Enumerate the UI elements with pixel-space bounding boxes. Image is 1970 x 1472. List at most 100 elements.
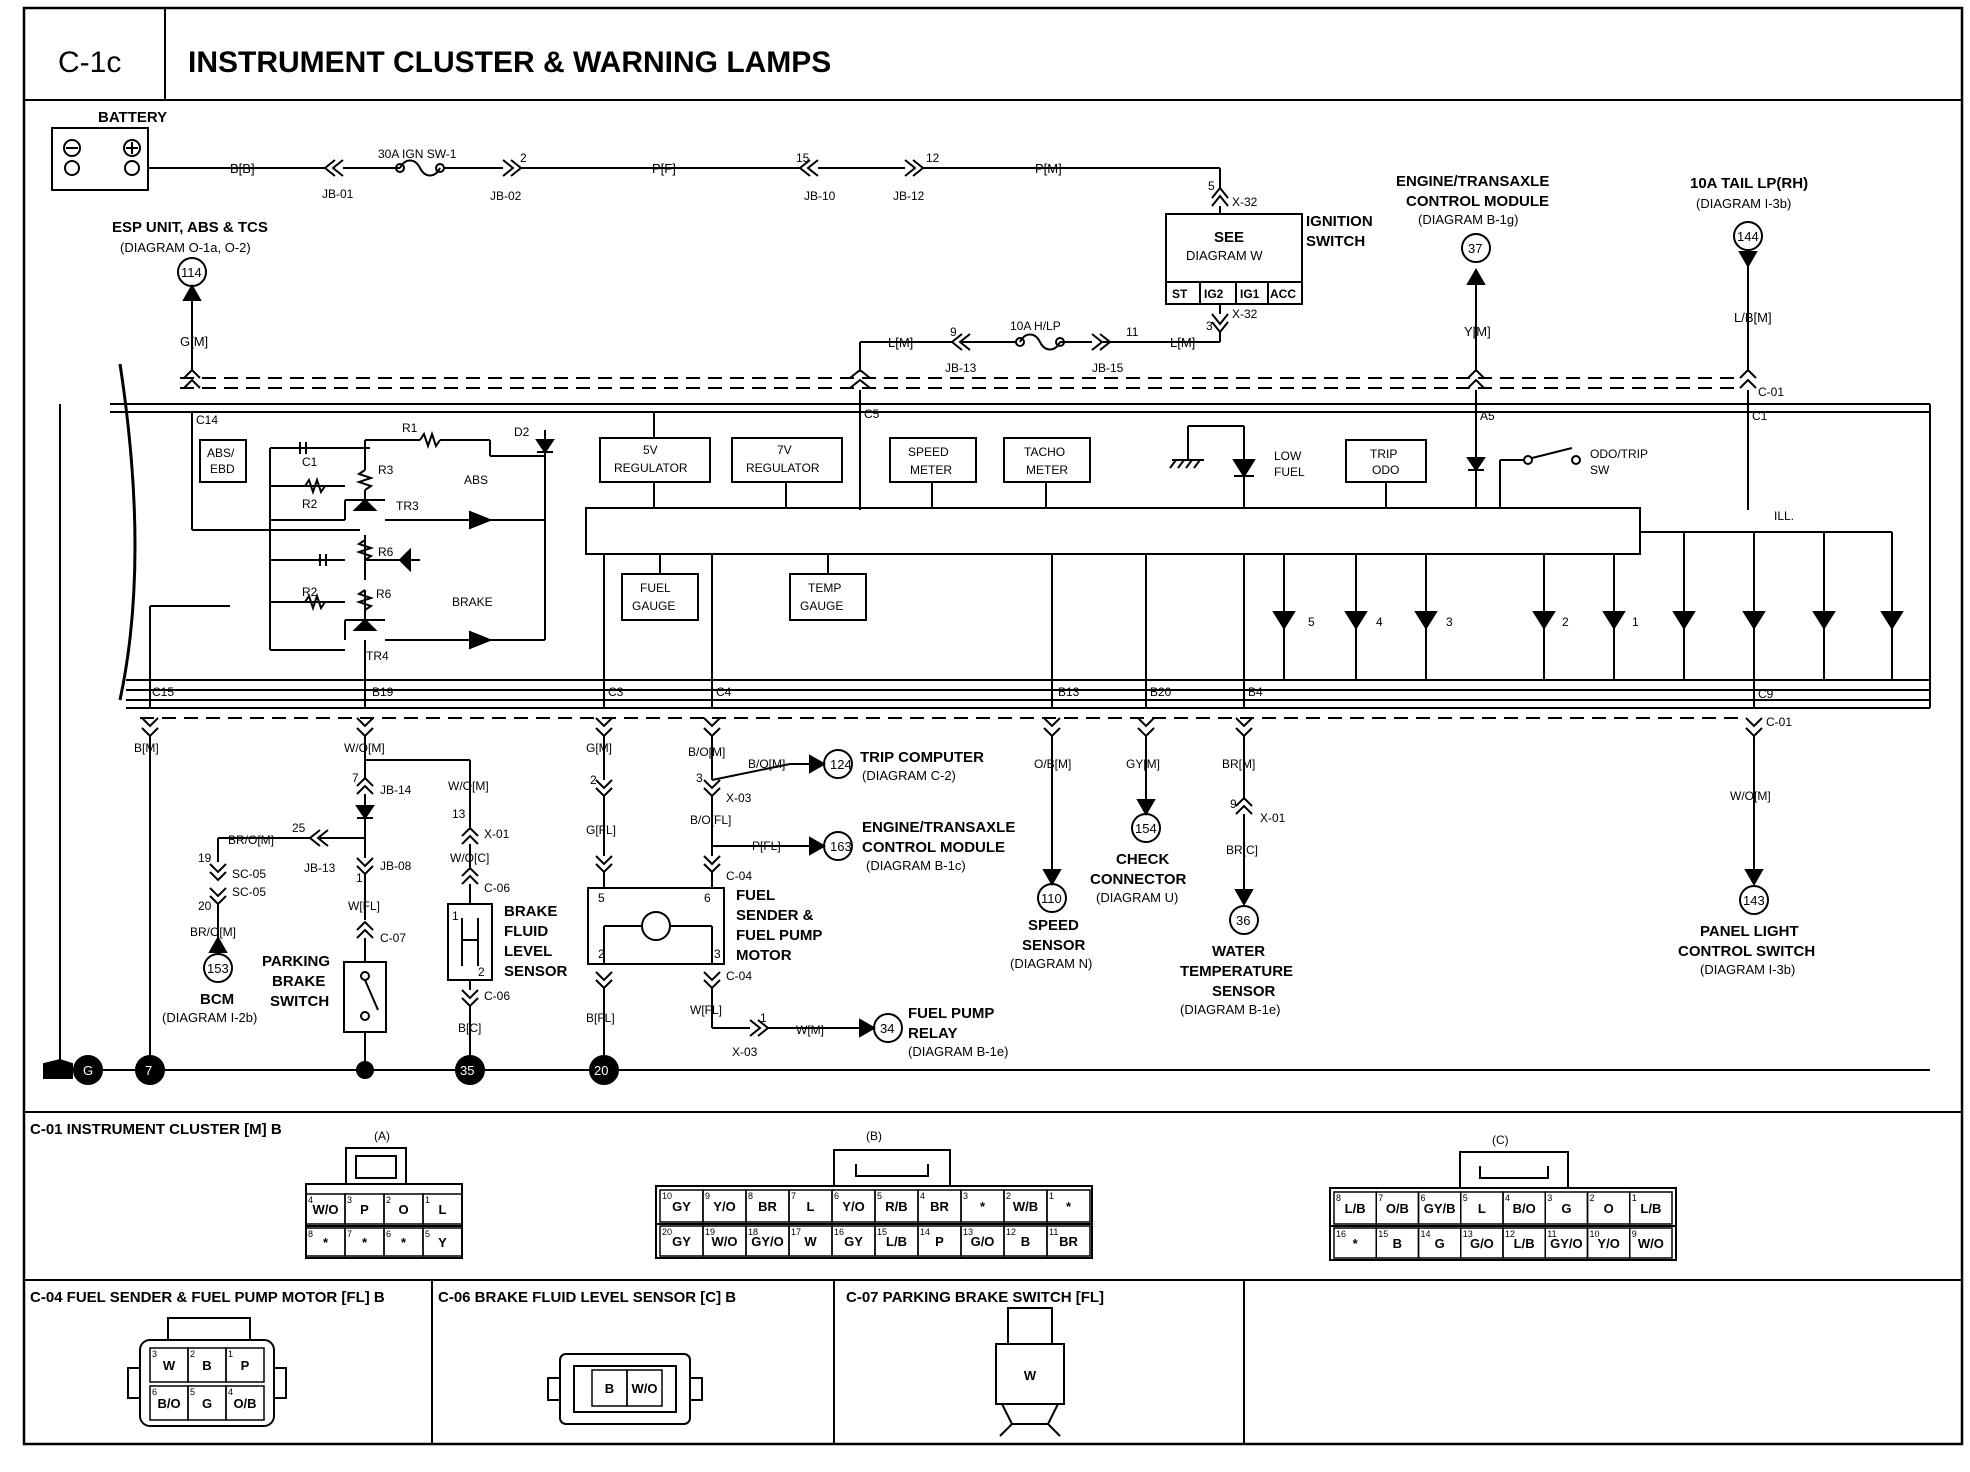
wire-label: BR/O[M] — [228, 833, 274, 847]
connector-wire-color: L/B — [1514, 1236, 1535, 1251]
ref-text: BCM — [200, 991, 234, 1008]
ref-144 — [1733, 221, 1763, 251]
connector-pin-number: 12 — [1006, 1227, 1016, 1237]
ignition-label: SWITCH — [1306, 233, 1365, 250]
ignition-label: IGNITION — [1306, 213, 1373, 230]
component-label: R3 — [378, 463, 394, 477]
component-label: SWITCH — [270, 993, 329, 1010]
ref-text: ESP UNIT, ABS & TCS — [112, 219, 268, 236]
ref-text: SENSOR — [1212, 983, 1276, 1000]
see-label: SEE — [1214, 229, 1244, 246]
component-label: R2 — [302, 585, 318, 599]
connector-pin-number: 18 — [748, 1227, 758, 1237]
ref-text: CONTROL MODULE — [862, 839, 1005, 856]
component-label: 5V — [643, 443, 658, 457]
ref-text: RELAY — [908, 1025, 957, 1042]
connector-cell — [1046, 1225, 1091, 1257]
ref-text: CHECK — [1116, 851, 1170, 868]
pin-label: B19 — [372, 685, 394, 699]
connector-pin-number: 15 — [1378, 1229, 1388, 1239]
connector-wire-color: O — [1604, 1201, 1614, 1216]
wire-label: B/O[M] — [688, 745, 725, 759]
connector-label: X-01 — [1260, 811, 1286, 825]
pin-label: 5 — [598, 891, 605, 905]
component-label: TEMP — [808, 581, 841, 595]
component-label: R6 — [378, 545, 394, 559]
ref-number: 114 — [181, 265, 202, 280]
wire-label: B[M] — [134, 741, 159, 755]
ref-text: (DIAGRAM B-1c) — [866, 858, 966, 873]
ref-number: 144 — [1737, 229, 1759, 244]
connector-pin-number: 6 — [834, 1191, 839, 1201]
pin-label: 2 — [598, 947, 605, 961]
connector-pin-number: 8 — [1336, 1193, 1341, 1203]
wire-label: P[F] — [652, 161, 676, 176]
ref-text: ENGINE/TRANSAXLE — [862, 819, 1015, 836]
connector-wire-color: GY — [844, 1234, 863, 1249]
component-label: SW — [1590, 463, 1610, 477]
component-label: LOW — [1274, 449, 1302, 463]
connector-pin-number: 7 — [347, 1229, 352, 1239]
connector-pin-number: 17 — [791, 1227, 801, 1237]
component-label: FUEL — [736, 887, 775, 904]
connector-view-label: (C) — [1492, 1133, 1509, 1147]
component-label: REGULATOR — [614, 461, 688, 475]
connector-pin-number: 2 — [190, 1349, 195, 1359]
wire-label: GY[M] — [1126, 757, 1160, 771]
pin-label: C4 — [716, 685, 732, 699]
ign-pin-st: ST — [1172, 287, 1188, 301]
connector-pin-number: 5 — [877, 1191, 882, 1201]
diagram-code: C-1c — [58, 46, 121, 79]
component-label: BRAKE — [504, 903, 557, 920]
connector-wire-color: W/B — [1013, 1199, 1038, 1214]
ref-163 — [823, 831, 853, 861]
wire-label: W[FL] — [690, 1003, 722, 1017]
ref-text: 10A TAIL LP(RH) — [1690, 175, 1808, 192]
connector-wire-color: P — [935, 1234, 944, 1249]
component-label: D2 — [514, 425, 530, 439]
connector-wire-color: W/O — [632, 1381, 658, 1396]
component-label: FLUID — [504, 923, 548, 940]
connector-pin-number: 2 — [1006, 1191, 1011, 1201]
wire-label: L/B[M] — [1734, 310, 1772, 325]
connector-wire-color: O/B — [233, 1396, 256, 1411]
component-label: METER — [910, 463, 952, 477]
connector-label: C-01 — [1758, 385, 1784, 399]
ign-pin-ig1: IG1 — [1240, 287, 1260, 301]
component-label: GAUGE — [632, 599, 675, 613]
connector-pin-number: 1 — [425, 1195, 430, 1205]
ref-number: 154 — [1135, 821, 1157, 836]
fuel-sender-pump-motor — [587, 887, 725, 965]
pin-label: 1 — [356, 871, 363, 885]
connector-pin-number: 7 — [791, 1191, 796, 1201]
ref-number: 124 — [830, 757, 852, 772]
pin-label: C1 — [1752, 409, 1768, 423]
connector-wire-color: Y — [438, 1235, 447, 1250]
diagram-title: INSTRUMENT CLUSTER & WARNING LAMPS — [188, 46, 831, 79]
ref-text: WATER — [1212, 943, 1265, 960]
component-label: LEVEL — [504, 943, 552, 960]
junction-label: JB-01 — [322, 187, 354, 201]
connector-pin-number: 4 — [1505, 1193, 1510, 1203]
connector-pin-number: 14 — [920, 1227, 930, 1237]
wire-label: W/O[M] — [344, 741, 385, 755]
component-label: TR4 — [366, 649, 389, 663]
lamp-number: 3 — [1446, 615, 1453, 629]
ref-text: CONNECTOR — [1090, 871, 1187, 888]
connector-wire-color: * — [401, 1235, 407, 1250]
fuse-10a — [1019, 333, 1061, 351]
ground-label: G — [83, 1063, 93, 1078]
connector-title: C-06 BRAKE FLUID LEVEL SENSOR [C] B — [438, 1289, 736, 1306]
connector-wire-color: W/O — [712, 1234, 738, 1249]
pin-label: 2 — [478, 965, 485, 979]
wire-label: BR[M] — [1222, 757, 1255, 771]
ref-154 — [1131, 813, 1161, 843]
component-label: GAUGE — [800, 599, 843, 613]
wire-label: B[B] — [230, 161, 255, 176]
wire-label: L[M] — [888, 335, 913, 350]
connector-wire-color: P — [360, 1202, 369, 1217]
connector-cell — [225, 1347, 265, 1383]
ref-number: 36 — [1236, 913, 1250, 928]
component-label: C1 — [302, 455, 318, 469]
connector-pin-number: 14 — [1421, 1229, 1431, 1239]
